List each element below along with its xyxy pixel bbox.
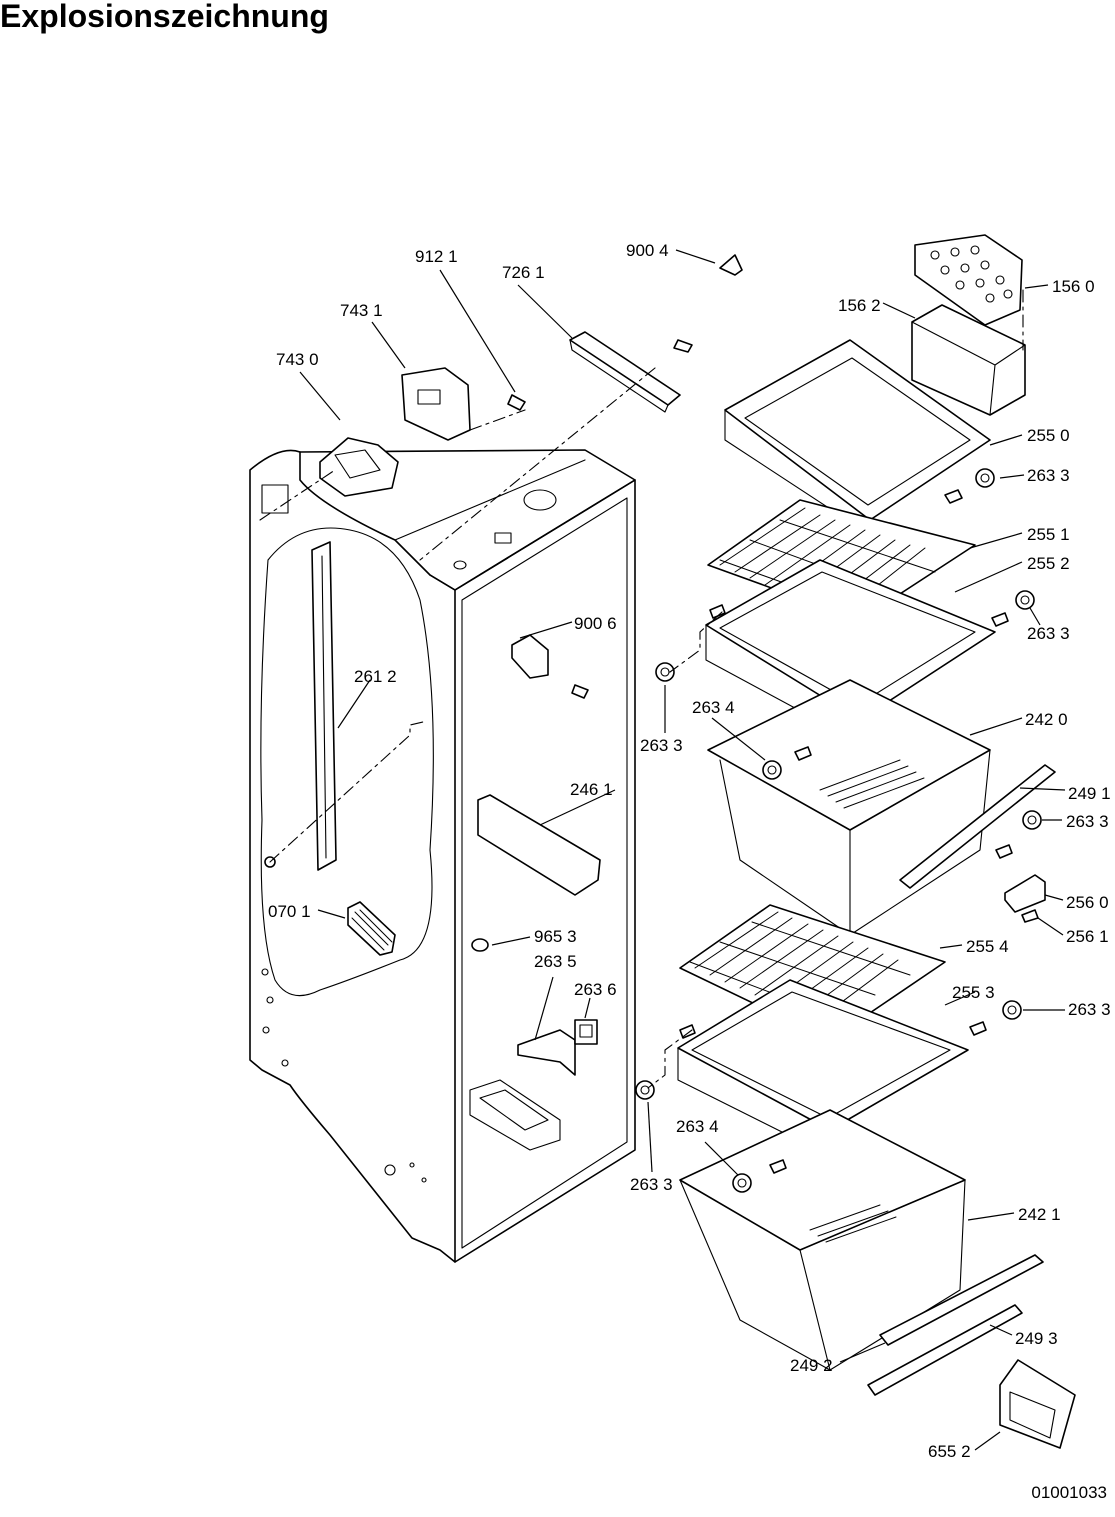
support-246-1 — [477, 794, 601, 896]
callout-255-4: 255 4 — [966, 937, 1009, 956]
callout-263-5: 263 5 — [534, 952, 577, 971]
bracket-726-1 — [419, 331, 693, 561]
callout-263-3-b: 263 3 — [1027, 624, 1070, 643]
screw-912-1 — [507, 394, 526, 411]
rail-249-3 — [867, 1304, 1023, 1396]
leader-lines — [299, 249, 1066, 1451]
bracket-900-6 — [511, 634, 589, 699]
callout-249-1: 249 1 — [1068, 784, 1111, 803]
fasteners — [635, 468, 1042, 1193]
callout-263-3-f: 263 3 — [630, 1175, 673, 1194]
callout-156-0: 156 0 — [1052, 277, 1095, 296]
fan-motor-743-0 — [259, 437, 399, 521]
callout-261-2: 261 2 — [354, 667, 397, 686]
part-256-0 — [1004, 874, 1046, 913]
callout-255-1: 255 1 — [1027, 525, 1070, 544]
callout-263-3-e: 263 3 — [1068, 1000, 1111, 1019]
rail-249-1 — [899, 764, 1056, 889]
ice-bin-156-2 — [911, 304, 1026, 416]
callout-912-1: 912 1 — [415, 247, 458, 266]
page-title: Explosionszeichnung — [0, 0, 329, 34]
drawer-242-0 — [707, 679, 991, 936]
callout-246-1: 246 1 — [570, 780, 613, 799]
refrigerator-cabinet — [249, 449, 636, 1263]
callout-255-0: 255 0 — [1027, 426, 1070, 445]
grille-070-1 — [347, 901, 396, 956]
callout-726-1: 726 1 — [502, 263, 545, 282]
callout-255-2: 255 2 — [1027, 554, 1070, 573]
callout-263-3-c: 263 3 — [640, 736, 683, 755]
callout-965-3: 965 3 — [534, 927, 577, 946]
assembly-lines — [647, 289, 1024, 1089]
callout-256-1: 256 1 — [1066, 927, 1109, 946]
shelf-255-0 — [724, 339, 991, 536]
ice-tray-156-0 — [914, 234, 1023, 326]
cover-655-2 — [999, 1359, 1076, 1449]
callout-743-0: 743 0 — [276, 350, 319, 369]
fan-cover-743-1 — [401, 367, 526, 441]
callout-242-1: 242 1 — [1018, 1205, 1061, 1224]
callout-256-0: 256 0 — [1066, 893, 1109, 912]
callout-249-2: 249 2 — [790, 1356, 833, 1375]
callout-249-3: 249 3 — [1015, 1329, 1058, 1348]
callout-070-1: 070 1 — [268, 902, 311, 921]
callout-242-0: 242 0 — [1025, 710, 1068, 729]
grommet-965-3 — [471, 938, 489, 952]
callout-900-6: 900 6 — [574, 614, 617, 633]
callout-263-3-d: 263 3 — [1066, 812, 1109, 831]
bracket-263-5 — [517, 1029, 576, 1076]
callout-263-4-a: 263 4 — [692, 698, 735, 717]
callout-743-1: 743 1 — [340, 301, 383, 320]
shelf-255-4 — [679, 904, 946, 1041]
clip-900-4 — [719, 254, 743, 276]
callout-156-2: 156 2 — [838, 296, 881, 315]
document-number: 01001033 — [1031, 1483, 1107, 1502]
part-256-1 — [1021, 909, 1039, 923]
callout-263-6: 263 6 — [574, 980, 617, 999]
rail-261-2 — [264, 541, 424, 871]
callout-263-3-a: 263 3 — [1027, 466, 1070, 485]
callout-655-2: 655 2 — [928, 1442, 971, 1461]
callout-263-4-b: 263 4 — [676, 1117, 719, 1136]
drawer-242-1 — [679, 1109, 966, 1371]
bracket-263-6 — [574, 1019, 598, 1045]
callout-900-4: 900 4 — [626, 241, 669, 260]
callout-255-3: 255 3 — [952, 983, 995, 1002]
rail-249-2 — [879, 1254, 1044, 1346]
callout-labels: 743 1 743 0 912 1 726 1 900 4 156 2 156 … — [268, 241, 1111, 1461]
